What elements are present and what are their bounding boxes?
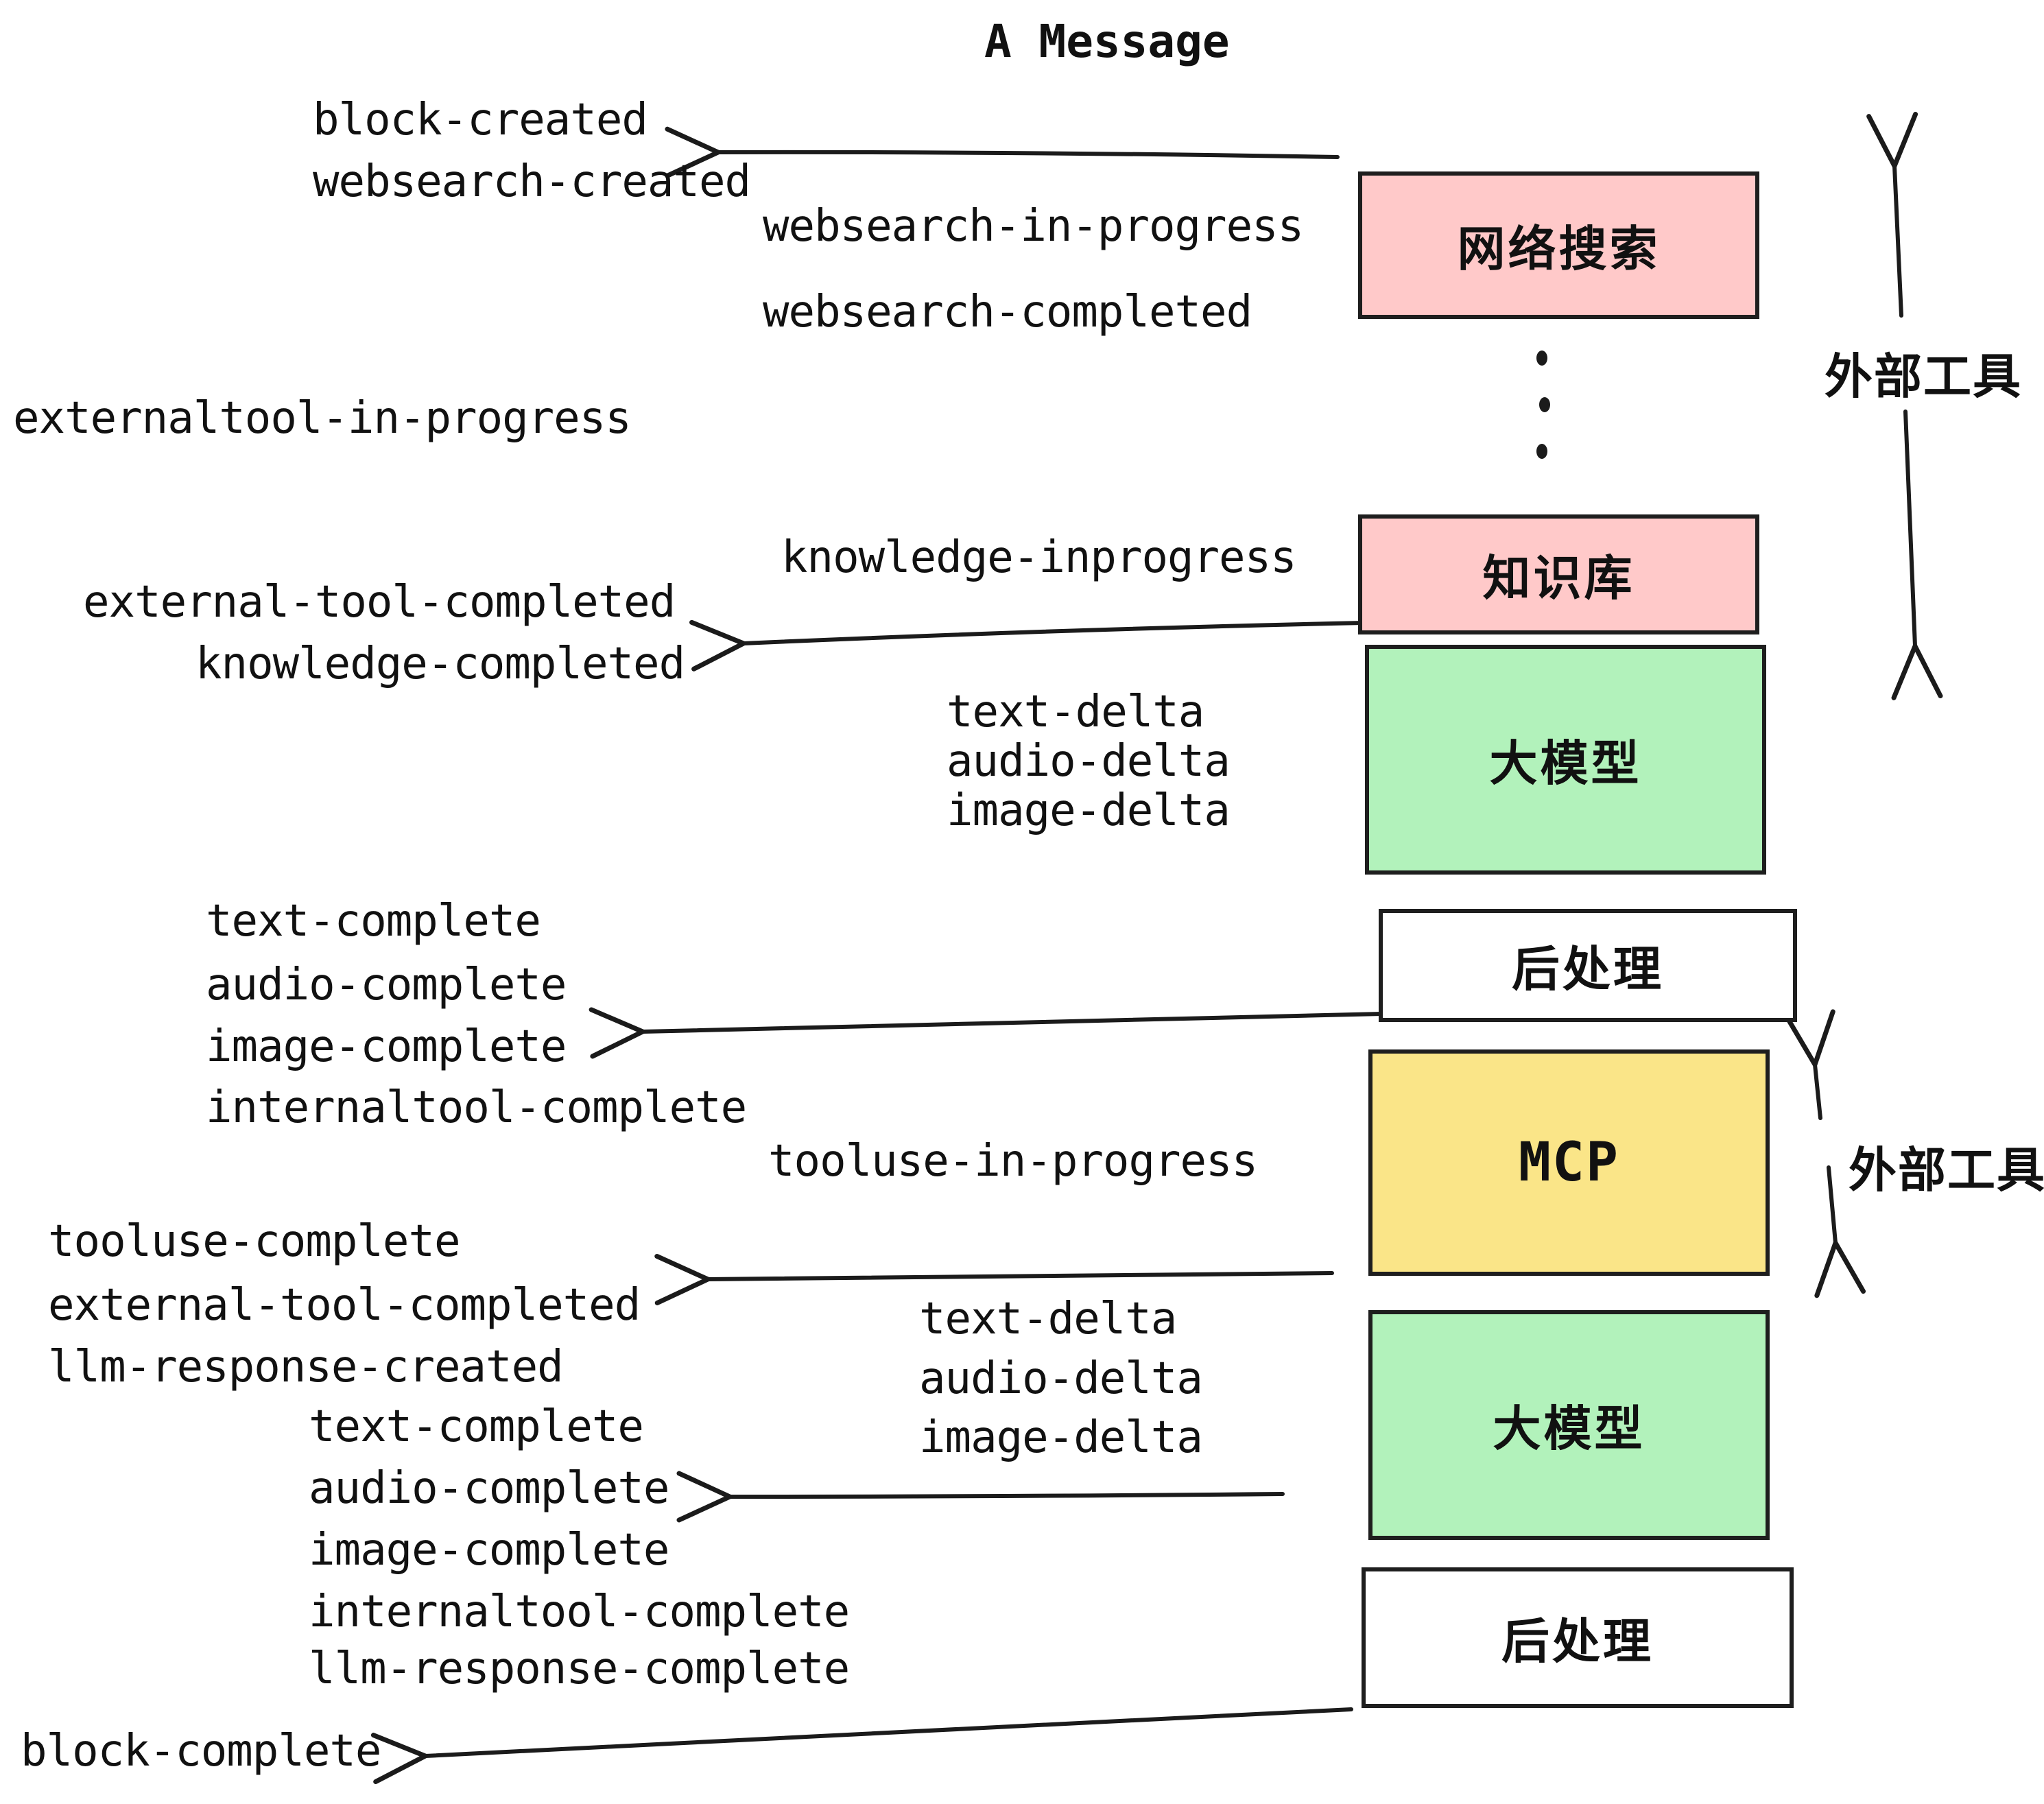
event-llm-response-complete: llm-response-complete xyxy=(309,1643,850,1694)
event-audio-delta-2: audio-delta xyxy=(919,1353,1203,1404)
event-block-complete: block-complete xyxy=(21,1726,381,1777)
diagram-title: A Message xyxy=(984,15,1230,68)
event-external-tool-completed-2: external-tool-completed xyxy=(48,1280,641,1331)
event-llm-response-created: llm-response-created xyxy=(48,1342,564,1392)
box-websearch: 网络搜索 xyxy=(1358,171,1759,319)
box-knowledge-base-label: 知识库 xyxy=(1482,550,1635,606)
external-tools-up-arrow-1 xyxy=(1866,112,1918,318)
event-websearch-in-progress: websearch-in-progress xyxy=(763,201,1304,252)
arrow-knowledge-completed xyxy=(689,619,1366,672)
box-llm-2-label: 大模型 xyxy=(1493,1401,1645,1457)
event-audio-delta-1: audio-delta xyxy=(947,736,1231,787)
event-image-delta-1: image-delta xyxy=(947,785,1231,836)
event-block-created: block-created xyxy=(313,95,648,145)
event-audio-complete-2: audio-complete xyxy=(309,1463,669,1514)
event-text-complete-1: text-complete xyxy=(206,896,541,947)
box-llm-1-label: 大模型 xyxy=(1489,735,1642,792)
event-knowledge-inprogress: knowledge-inprogress xyxy=(781,532,1297,583)
box-mcp: MCP xyxy=(1368,1049,1770,1276)
external-tools-down-arrow-1 xyxy=(1891,410,1943,700)
arrow-audio-complete xyxy=(676,1471,1285,1523)
box-llm-2: 大模型 xyxy=(1368,1310,1770,1540)
event-text-delta-2: text-delta xyxy=(919,1294,1177,1344)
event-audio-complete-1: audio-complete xyxy=(206,960,567,1010)
event-external-tool-completed: external-tool-completed xyxy=(83,577,676,628)
box-websearch-label: 网络搜索 xyxy=(1457,221,1661,277)
arrow-websearch-created xyxy=(665,126,1340,178)
external-tools-label-1: 外部工具 xyxy=(1825,348,2022,405)
box-llm-1: 大模型 xyxy=(1365,645,1766,875)
event-internaltool-complete-1: internaltool-complete xyxy=(206,1082,747,1133)
box-knowledge-base: 知识库 xyxy=(1358,514,1759,634)
arrow-tooluse-complete xyxy=(654,1253,1334,1305)
event-knowledge-completed: knowledge-completed xyxy=(195,639,685,689)
event-websearch-created: websearch-created xyxy=(313,156,751,207)
event-text-complete-2: text-complete xyxy=(309,1401,644,1452)
box-postprocess-2: 后处理 xyxy=(1362,1567,1794,1708)
event-tooluse-in-progress: tooluse-in-progress xyxy=(768,1136,1258,1187)
arrow-image-complete xyxy=(589,1007,1384,1059)
event-image-delta-2: image-delta xyxy=(919,1412,1203,1463)
arrow-block-complete xyxy=(370,1707,1353,1784)
box-mcp-label: MCP xyxy=(1519,1132,1619,1194)
external-tools-label-2: 外部工具 xyxy=(1849,1142,2044,1198)
box-postprocess-1-label: 后处理 xyxy=(1512,941,1664,997)
ellipsis-dots-icon xyxy=(1536,351,1550,459)
event-text-delta-1: text-delta xyxy=(947,687,1204,737)
event-externaltool-in-progress: externaltool-in-progress xyxy=(13,393,632,444)
event-image-complete-1: image-complete xyxy=(206,1021,567,1072)
box-postprocess-2-label: 后处理 xyxy=(1501,1613,1654,1670)
event-websearch-completed: websearch-completed xyxy=(763,287,1252,337)
event-internaltool-complete-2: internaltool-complete xyxy=(309,1587,850,1637)
event-tooluse-complete: tooluse-complete xyxy=(48,1216,460,1267)
box-postprocess-1: 后处理 xyxy=(1379,909,1797,1022)
external-tools-down-arrow-2 xyxy=(1814,1165,1866,1298)
event-image-complete-2: image-complete xyxy=(309,1525,669,1576)
external-tools-up-arrow-2 xyxy=(1784,1009,1835,1120)
